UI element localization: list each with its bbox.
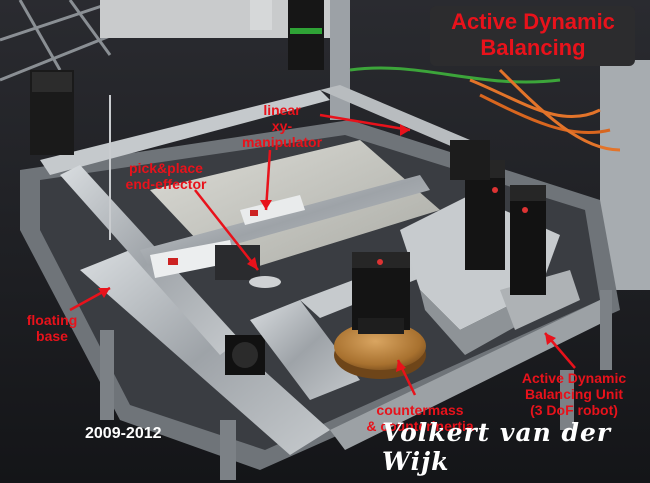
label-line: base bbox=[36, 328, 68, 344]
label-line: Balancing Unit bbox=[524, 386, 623, 402]
linear-actuator-lower bbox=[150, 240, 235, 278]
years-label: 2009-2012 bbox=[85, 425, 162, 442]
label-floating-base: floating base bbox=[18, 312, 86, 344]
frame-legs bbox=[100, 290, 612, 480]
adbu-motors bbox=[450, 140, 546, 295]
page-title: Active Dynamic Balancing bbox=[451, 9, 615, 60]
top-motor bbox=[288, 0, 324, 70]
label-line: Active Dynamic bbox=[521, 370, 627, 386]
rail-top bbox=[40, 90, 330, 175]
overhead-cylinder bbox=[250, 0, 272, 30]
end-effector-tool bbox=[249, 276, 281, 288]
label-line: countermass bbox=[376, 402, 464, 418]
base-rail-right bbox=[330, 300, 612, 450]
front-fan-blade bbox=[232, 342, 258, 368]
label-line: xy-manipulator bbox=[241, 118, 323, 150]
title-box bbox=[430, 6, 635, 66]
frame-post bbox=[330, 0, 350, 120]
bracket-l bbox=[250, 300, 360, 400]
linear-actuator-upper bbox=[240, 195, 305, 225]
label-line: & counterinertia bbox=[366, 418, 474, 434]
label-line: (3 DoF robot) bbox=[530, 402, 618, 418]
label-line: end-effector bbox=[125, 176, 207, 192]
label-line: pick&place bbox=[129, 160, 203, 176]
label-line: floating bbox=[26, 312, 78, 328]
label-countermass: countermass & counterinertia bbox=[345, 402, 495, 434]
top-motor-band bbox=[290, 28, 322, 34]
author-signature: Volkert van der Wijk bbox=[382, 418, 612, 476]
left-motor-cap bbox=[32, 72, 72, 92]
rail-right bbox=[320, 85, 470, 150]
annotation-arrows bbox=[69, 113, 576, 396]
label-line: linear bbox=[263, 102, 301, 118]
label-adb-unit: Active Dynamic Balancing Unit (3 DoF rob… bbox=[505, 370, 643, 418]
label-linear-manipulator: linear xy-manipulator bbox=[232, 102, 332, 150]
base-rail-front bbox=[80, 250, 330, 455]
label-end-effector: pick&place end-effector bbox=[118, 160, 214, 192]
countermass-motor bbox=[352, 252, 410, 334]
